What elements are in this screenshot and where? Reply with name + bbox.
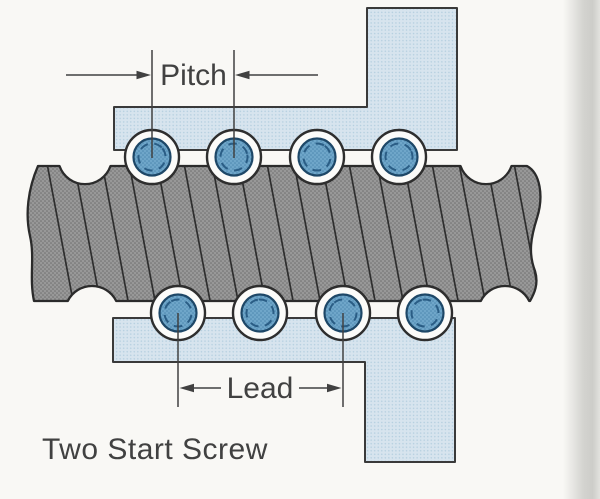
- ball-dashed-arc: [302, 142, 332, 172]
- pitch-arrowhead-left-pointing: [235, 70, 250, 80]
- ball-dashed-arc: [328, 298, 358, 328]
- ball-dashed-arc: [137, 142, 167, 172]
- lead-arrowhead-right-pointing: [327, 383, 342, 393]
- thread-flank-lines: [45, 166, 541, 301]
- ball-dashed-arc: [410, 298, 440, 328]
- ball-bearing: [288, 128, 346, 186]
- ball-dashed-arc: [384, 142, 414, 172]
- lead-label: Lead: [227, 372, 294, 405]
- pitch-label: Pitch: [160, 59, 227, 92]
- ball-bearing: [370, 128, 428, 186]
- ball-bearing: [396, 284, 454, 342]
- ball-dashed-arc: [245, 298, 275, 328]
- lead-arrowhead-left-pointing: [179, 383, 194, 393]
- lead-dimension: Lead: [177, 313, 344, 407]
- figure-caption: Two Start Screw: [42, 433, 268, 466]
- ball-dashed-arc: [163, 298, 193, 328]
- pitch-arrowhead-right-pointing: [136, 70, 151, 80]
- page-edge-shading: [563, 0, 600, 499]
- pitch-dimension: Pitch: [66, 50, 318, 158]
- ball-dashed-arc: [219, 142, 249, 172]
- ball-bearing: [231, 284, 289, 342]
